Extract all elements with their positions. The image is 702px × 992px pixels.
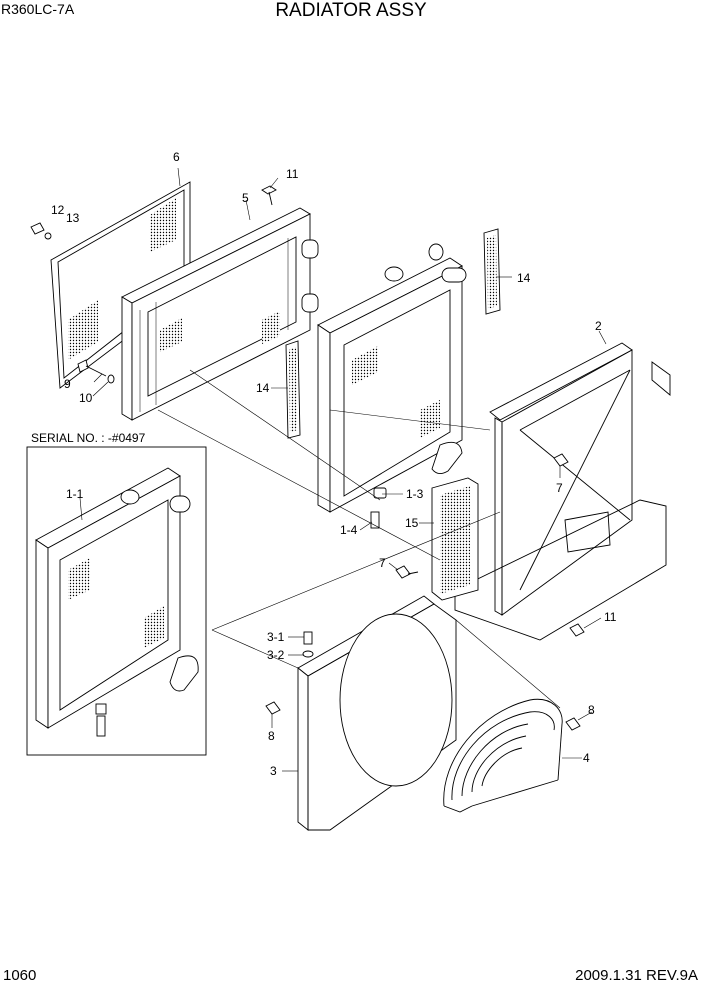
seal-strip-14-upper [483,228,501,315]
bolt-11-bottom [569,623,585,637]
page-number: 1060 [3,967,37,984]
revision-date: 2009.1.31 REV.9A [575,967,698,984]
inset-radiator [35,467,199,737]
fan-guard [443,698,563,813]
callout-3: 3 [270,764,277,778]
callout-8-right: 8 [588,703,595,717]
callout-15: 15 [405,516,419,530]
bolt-8-right [565,717,581,731]
serial-number-note: SERIAL NO. : -#0497 [31,431,146,445]
radiator-core [317,243,467,513]
support-frame [454,342,671,641]
fan-shroud [297,595,457,831]
callout-6: 6 [173,150,180,164]
callout-5: 5 [242,191,249,205]
callout-13: 13 [66,211,80,225]
inset-box [26,446,207,756]
callout-10: 10 [79,391,93,405]
leader-lines [79,167,607,772]
callout-1-4: 1-4 [340,523,358,537]
bolt-7-left [395,565,419,579]
callout-1-3: 1-3 [406,487,424,501]
callout-8-left: 8 [268,729,275,743]
bolt-8-left [265,701,281,715]
callout-3-2: 3-2 [267,648,285,662]
callout-7-left: 7 [379,556,386,570]
page-title: RADIATOR ASSY [275,0,427,21]
seal-strip-14-lower [285,340,301,439]
callout-7-right: 7 [556,481,563,495]
oil-cooler-frame [121,207,319,421]
callout-12: 12 [51,203,65,217]
drain-plug-1-4 [370,511,380,529]
callout-11-bottom: 11 [604,610,617,624]
bolt-11-top [261,185,277,206]
bolt-7-right [553,453,569,467]
callout-1-1: 1-1 [66,487,84,501]
foam-block-15 [431,477,479,601]
callout-9: 9 [64,377,71,391]
callout-11-top: 11 [286,167,299,181]
callout-14-upper: 14 [517,271,531,285]
model-code: R360LC-7A [1,1,75,17]
callout-2: 2 [595,319,602,333]
callout-labels: 6 11 5 12 13 14 2 14 9 10 1-1 1-3 7 15 1… [51,150,617,778]
callout-3-1: 3-1 [267,630,285,644]
callout-14-lower: 14 [256,381,270,395]
bolt-9 [77,359,115,384]
screen-panel [50,181,191,389]
reference-lines [157,369,561,709]
wing-bolt-12 [30,222,52,240]
callout-4: 4 [583,751,590,765]
